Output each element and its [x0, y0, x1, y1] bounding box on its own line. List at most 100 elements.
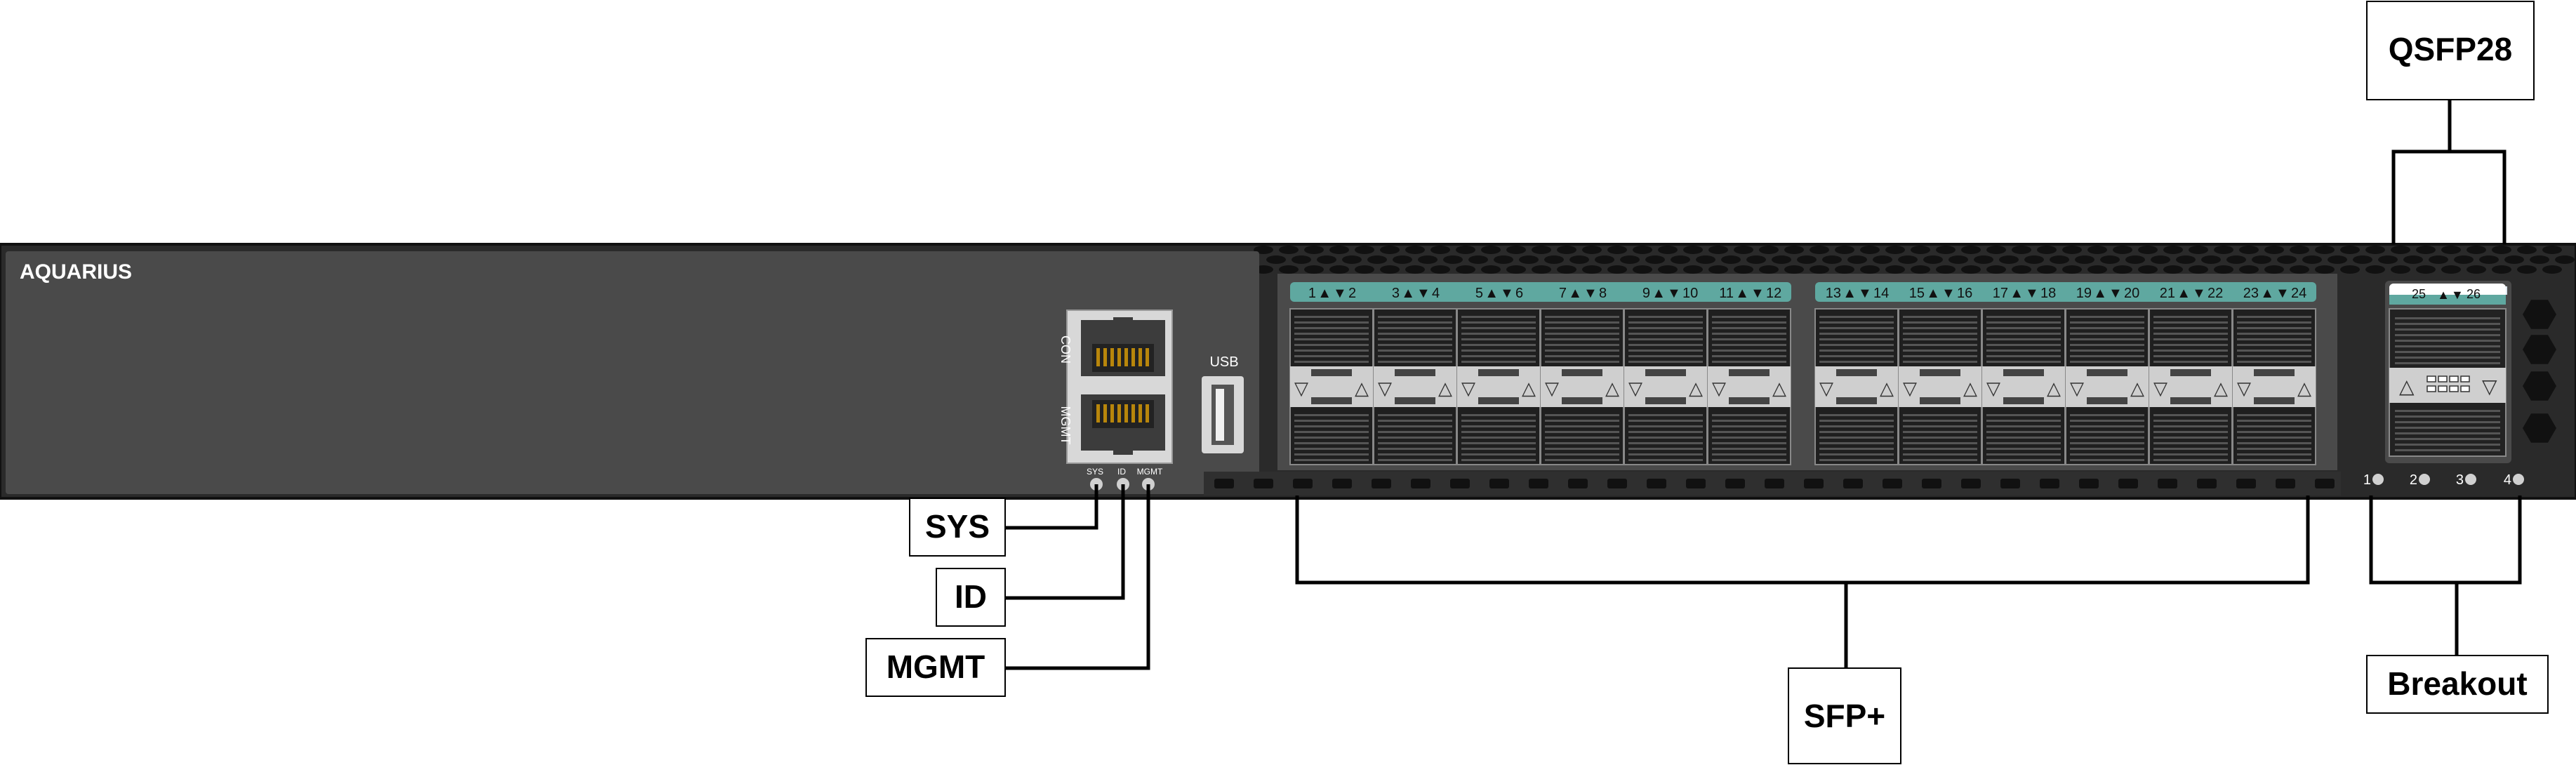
sfp-port-label: 23 [2243, 286, 2259, 301]
hex-button[interactable] [2523, 371, 2556, 401]
usb-port[interactable]: USB [1202, 354, 1244, 453]
breakout-led [2419, 474, 2430, 485]
sfp-port-cage[interactable]: ▽△ [1981, 308, 2066, 465]
sfp-port-label: 15 [1909, 286, 1925, 301]
triangle-down-icon: ▽ [2482, 375, 2497, 397]
arrow-down-icon: ▼ [2025, 286, 2039, 301]
breakout-led-label: 3 [2456, 472, 2464, 488]
sfp-port-cage[interactable]: ▽△ [1540, 308, 1624, 465]
sfp-group-1: 1▲▼2▽△3▲▼4▽△5▲▼6▽△7▲▼8▽△9▲▼10▽△11▲▼12▽△ [1289, 282, 1791, 465]
arrow-down-icon: ▼ [2451, 288, 2464, 302]
arrow-down-icon: ▼ [1941, 286, 1956, 301]
arrow-up-icon: ▲ [1735, 286, 1749, 301]
breakout-led-label: 2 [2410, 472, 2417, 488]
rj45-console-port[interactable] [1081, 317, 1165, 376]
arrow-down-icon: ▼ [1584, 286, 1598, 301]
sfp-port-cage[interactable]: ▽△ [1456, 308, 1541, 465]
triangle-down-icon: ▽ [1294, 378, 1308, 399]
sfp-port-label: 22 [2207, 286, 2223, 301]
arrow-up-icon: ▲ [1568, 286, 1582, 301]
vent-top [1254, 246, 2575, 274]
sfp-port-cage[interactable]: ▽△ [1814, 308, 1899, 465]
triangle-up-icon: △ [2130, 378, 2144, 399]
sfp-port-cage[interactable]: ▽△ [2065, 308, 2149, 465]
qsfp-callout-label: QSFP28 [2389, 31, 2512, 67]
sfp-port-label: 9 [1642, 286, 1650, 301]
usb-label: USB [1209, 354, 1238, 370]
vent-bottom [1214, 479, 2335, 488]
arrow-down-icon: ▼ [2192, 286, 2206, 301]
sfp-port-cage[interactable]: ▽△ [2232, 308, 2316, 465]
rj45-mgmt-port[interactable] [1081, 394, 1165, 455]
sfp-port-label: 18 [2040, 286, 2056, 301]
sfp-port-label: 19 [2076, 286, 2092, 301]
sfp-port-cage[interactable]: ▽△ [1373, 308, 1457, 465]
sfp-port-label: 12 [1766, 286, 1781, 301]
sfp-callout-box [1788, 667, 1901, 764]
triangle-down-icon: ▽ [1378, 378, 1392, 399]
sfp-port-label: 4 [1432, 286, 1440, 301]
arrow-down-icon: ▼ [1858, 286, 1872, 301]
triangle-down-icon: ▽ [1903, 378, 1917, 399]
arrow-up-icon: ▲ [2093, 286, 2107, 301]
breakout-led-label: 1 [2363, 472, 2371, 488]
triangle-down-icon: ▽ [1986, 378, 2000, 399]
arrow-up-icon: ▲ [2437, 288, 2450, 302]
arrow-up-icon: ▲ [2010, 286, 2024, 301]
arrow-up-icon: ▲ [1485, 286, 1499, 301]
led-label-mgmt: MGMT [1137, 467, 1163, 477]
qsfp-port-cage[interactable]: △ ▽ [2389, 308, 2507, 457]
arrow-down-icon: ▼ [2276, 286, 2290, 301]
arrow-down-icon: ▼ [1667, 286, 1681, 301]
triangle-up-icon: △ [2047, 378, 2061, 399]
triangle-up-icon: △ [1522, 378, 1536, 399]
sfp-port-cage[interactable]: ▽△ [1898, 308, 1982, 465]
mgmt-callout-box [865, 638, 1006, 697]
arrow-down-icon: ▼ [2109, 286, 2123, 301]
hex-button[interactable] [2523, 413, 2556, 443]
triangle-up-icon: △ [2214, 378, 2228, 399]
sfp-port-label: 8 [1599, 286, 1607, 301]
sfp-port-cage[interactable]: ▽△ [1624, 308, 1708, 465]
mgmt-port-label: MGMT [1058, 406, 1073, 445]
triangle-down-icon: ▽ [1628, 378, 1642, 399]
sfp-port-label: 21 [2160, 286, 2175, 301]
breakout-led [2513, 474, 2524, 485]
triangle-down-icon: ▽ [1461, 378, 1475, 399]
arrow-up-icon: ▲ [1401, 286, 1415, 301]
triangle-up-icon: △ [1355, 378, 1369, 399]
triangle-up-icon: △ [1438, 378, 1452, 399]
triangle-up-icon: △ [1689, 378, 1703, 399]
triangle-down-icon: ▽ [2237, 378, 2251, 399]
qsfp-callout-box [2366, 1, 2535, 100]
breakout-callout-box [2366, 655, 2549, 714]
sys-callout-label: SYS [925, 508, 990, 545]
sfp-port-cage[interactable]: ▽△ [1707, 308, 1791, 465]
triangle-down-icon: ▽ [1712, 378, 1726, 399]
sfp-port-label: 6 [1515, 286, 1523, 301]
sfp-port-label: 16 [1957, 286, 1972, 301]
sfp-callout-label: SFP+ [1804, 698, 1885, 734]
con-label: CON [1058, 335, 1073, 364]
mgmt-callout-label: MGMT [887, 648, 985, 685]
left-panel [6, 251, 1259, 494]
sfp-port-label: 11 [1719, 286, 1734, 301]
sfp-port-cage[interactable]: ▽△ [2149, 308, 2233, 465]
id-callout-label: ID [955, 578, 987, 615]
sfp-port-label: 3 [1392, 286, 1400, 301]
sys-callout-box [909, 498, 1006, 557]
qsfp-port-25-label: 25 [2412, 287, 2426, 301]
triangle-down-icon: ▽ [1545, 378, 1559, 399]
hex-button[interactable] [2523, 335, 2556, 364]
sfp-port-label: 24 [2291, 286, 2306, 301]
triangle-down-icon: ▽ [1819, 378, 1833, 399]
led-label-sys: SYS [1087, 467, 1103, 477]
rj45-block: CON MGMT [1058, 310, 1173, 464]
sfp-port-label: 14 [1873, 286, 1889, 301]
sfp-port-cage[interactable]: ▽△ [1289, 308, 1374, 465]
hex-button[interactable] [2523, 300, 2556, 329]
triangle-up-icon: △ [1772, 378, 1786, 399]
qsfp-port-26-label: 26 [2467, 287, 2481, 301]
triangle-down-icon: ▽ [2153, 378, 2167, 399]
triangle-up-icon: △ [1880, 378, 1894, 399]
